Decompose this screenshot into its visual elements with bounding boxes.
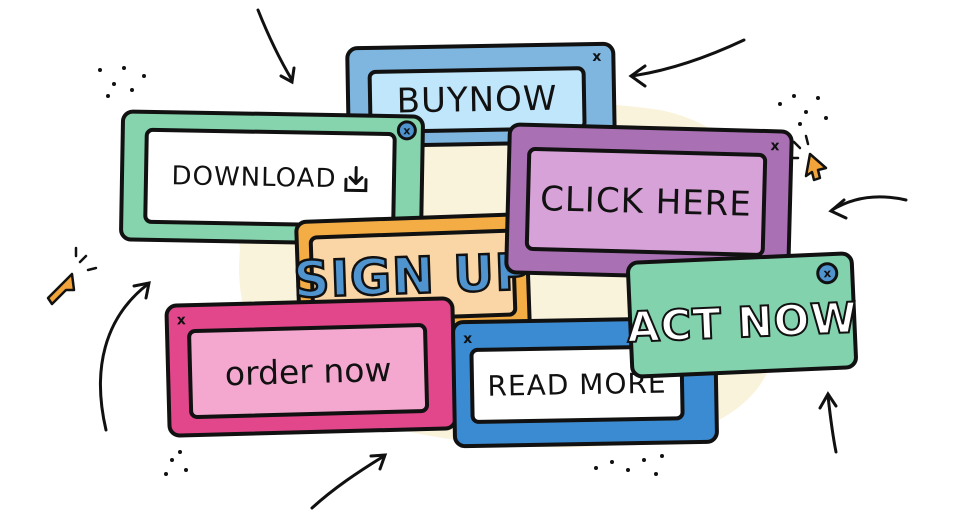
arrow-bottom-right	[818, 391, 838, 454]
act-now-label: ACT NOW	[625, 291, 860, 352]
download-button[interactable]: DOWNLOAD	[143, 127, 397, 229]
order-now-window[interactable]: x order now	[164, 296, 458, 438]
act-now-button[interactable]: ACT NOW	[625, 282, 860, 362]
download-tray-icon	[342, 165, 368, 193]
download-window[interactable]: x DOWNLOAD	[118, 109, 426, 247]
dots-decoration	[98, 66, 828, 476]
download-label: DOWNLOAD	[171, 161, 337, 195]
cursor-left-icon	[46, 246, 98, 306]
order-now-label: order now	[224, 349, 392, 393]
click-here-button[interactable]: CLICK HERE	[524, 146, 768, 258]
arrow-right	[828, 195, 908, 220]
click-here-label: CLICK HERE	[539, 179, 753, 225]
close-icon[interactable]: x	[463, 330, 473, 348]
arrow-bottom	[310, 453, 388, 510]
buy-now-label: BUYNOW	[396, 78, 558, 122]
arrow-top-right	[628, 38, 746, 88]
cursor-right-icon	[788, 134, 828, 182]
act-now-window[interactable]: x ACT NOW	[625, 251, 860, 379]
order-now-button[interactable]: order now	[186, 322, 430, 420]
close-icon[interactable]: x	[592, 48, 602, 66]
arrow-left-curve	[99, 281, 151, 432]
close-icon[interactable]: x	[770, 138, 780, 155]
arrow-top-left	[256, 8, 296, 85]
close-icon[interactable]: x	[396, 120, 418, 141]
close-icon[interactable]: x	[176, 312, 186, 329]
